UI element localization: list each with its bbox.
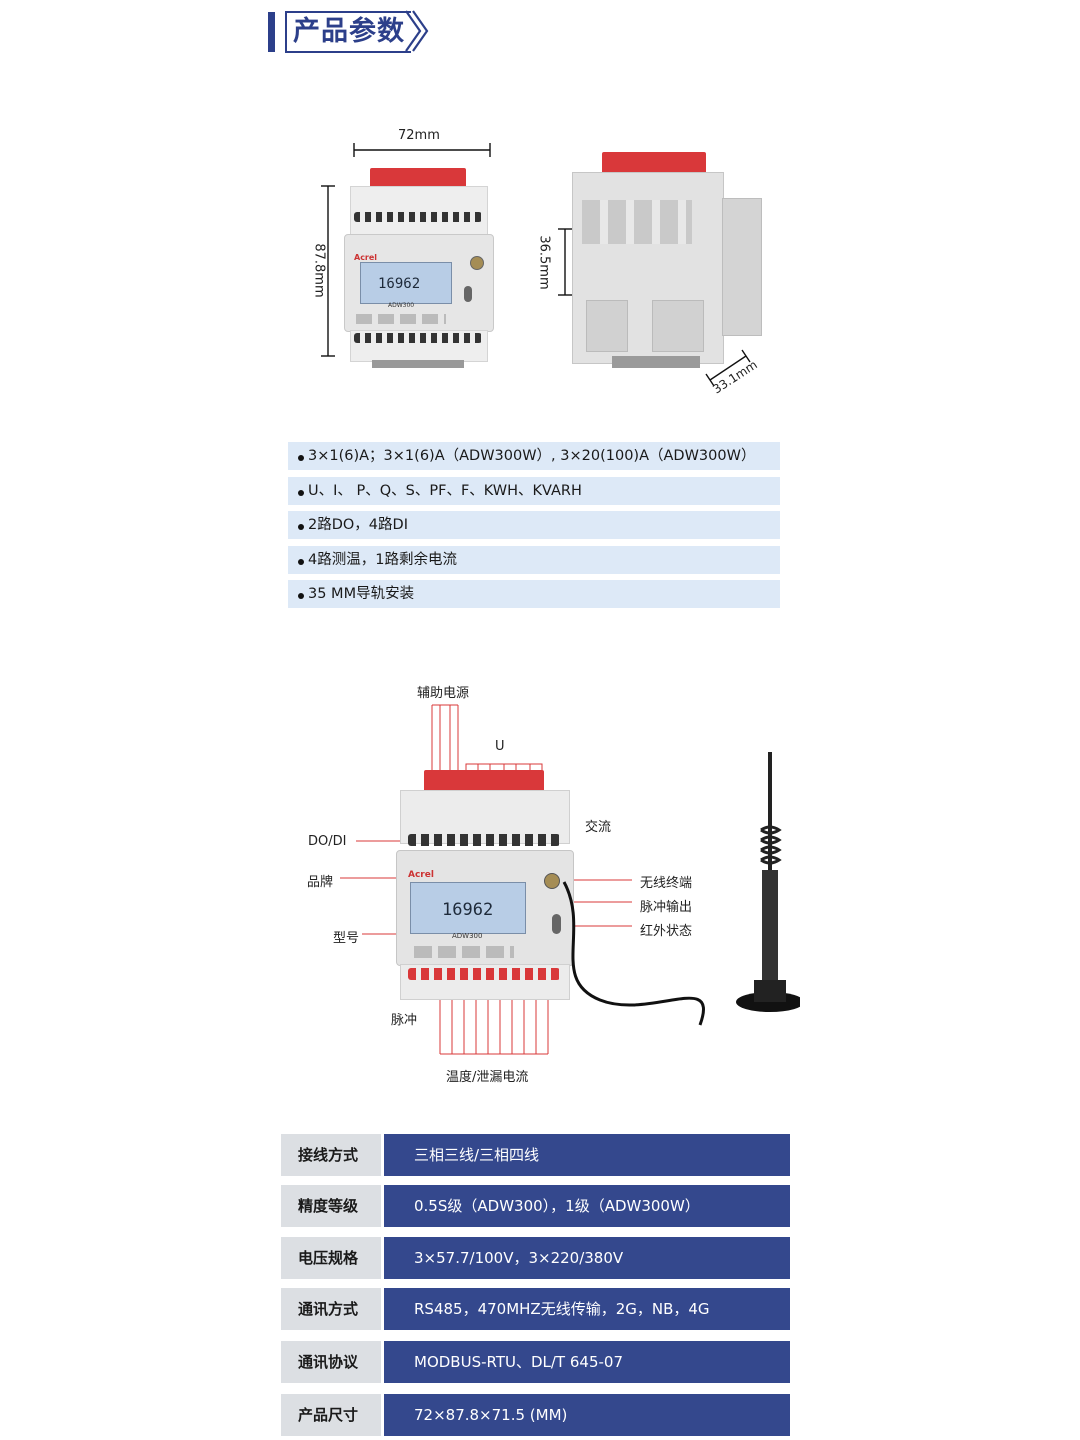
spec-key: 接线方式 — [281, 1134, 381, 1176]
bullet-icon — [298, 455, 304, 461]
voltage-label: U — [495, 739, 505, 754]
brand-label: 品牌 — [307, 875, 334, 890]
antenna-connector — [470, 256, 484, 270]
spec-value: 3×57.7/100V，3×220/380V — [384, 1237, 790, 1279]
model-callout: 型号 — [333, 931, 360, 946]
height-dimension-line — [321, 185, 335, 357]
antenna-connector — [544, 873, 560, 889]
depth-dimension-line — [705, 349, 751, 387]
antenna-icon — [562, 752, 800, 1026]
spec-value: 0.5S级（ADW300），1级（ADW300W） — [384, 1185, 790, 1227]
wiring-diagram: Acrel 16962 ADW300 辅助电源 U 交流 DO/DI 品牌 型号… — [300, 670, 820, 1090]
width-dimension-line — [353, 143, 491, 157]
spec-key: 精度等级 — [281, 1185, 381, 1227]
spec-key: 通讯方式 — [281, 1288, 381, 1330]
lcd-reading: 16962 — [378, 276, 421, 292]
aux-power-label: 辅助电源 — [417, 686, 470, 701]
model-label: ADW300 — [388, 302, 415, 309]
top-terminal-block — [370, 168, 466, 188]
meter-side-view — [572, 150, 772, 370]
side-height-dimension-line — [558, 228, 572, 296]
header-accent-bar — [268, 12, 275, 52]
spec-value: 三相三线/三相四线 — [384, 1134, 790, 1176]
pulse-output-label: 脉冲输出 — [640, 900, 693, 915]
wireless-terminal-label: 无线终端 — [640, 876, 693, 891]
temp-leak-label: 温度/泄漏电流 — [446, 1070, 529, 1085]
do-di-label: DO/DI — [308, 834, 347, 849]
product-dimension-figure: 72mm 87.8mm Acrel 16962 ADW300 — [300, 120, 780, 410]
lcd-screen — [410, 882, 526, 934]
height-label: 87.8mm — [311, 243, 327, 298]
width-label: 72mm — [398, 128, 440, 143]
feature-item: U、I、 P、Q、S、PF、F、KWH、KVARH — [288, 477, 780, 505]
chevron-right-icon — [405, 10, 429, 52]
bullet-icon — [298, 490, 304, 496]
feature-item: 2路DO，4路DI — [288, 511, 780, 539]
feature-item: 3×1(6)A；3×1(6)A（ADW300W）, 3×20(100)A（ADW… — [288, 442, 780, 470]
spec-key: 产品尺寸 — [281, 1394, 381, 1436]
bullet-icon — [298, 524, 304, 530]
feature-item: 4路测温，1路剩余电流 — [288, 546, 780, 574]
ir-status-label: 红外状态 — [640, 924, 693, 939]
lcd-screen — [360, 262, 452, 304]
spec-value: RS485，470MHZ无线传输，2G，NB，4G — [384, 1288, 790, 1330]
ac-label: 交流 — [585, 820, 612, 835]
pulse-label: 脉冲 — [391, 1013, 418, 1028]
spec-value: MODBUS-RTU、DL/T 645-07 — [384, 1341, 790, 1383]
brand-logo: Acrel — [354, 253, 378, 262]
side-height-label: 36.5mm — [536, 235, 552, 290]
bullet-icon — [298, 559, 304, 565]
page-title: 产品参数 — [285, 11, 411, 53]
feature-item: 35 MM导轨安装 — [288, 580, 780, 608]
model-label: ADW300 — [452, 932, 483, 940]
spec-key: 电压规格 — [281, 1237, 381, 1279]
lcd-reading: 16962 — [442, 900, 494, 920]
brand-logo: Acrel — [408, 870, 434, 880]
bullet-icon — [298, 593, 304, 599]
spec-key: 通讯协议 — [281, 1341, 381, 1383]
meter-front-view: Acrel 16962 ADW300 — [344, 166, 494, 368]
spec-value: 72×87.8×71.5 (MM) — [384, 1394, 790, 1436]
